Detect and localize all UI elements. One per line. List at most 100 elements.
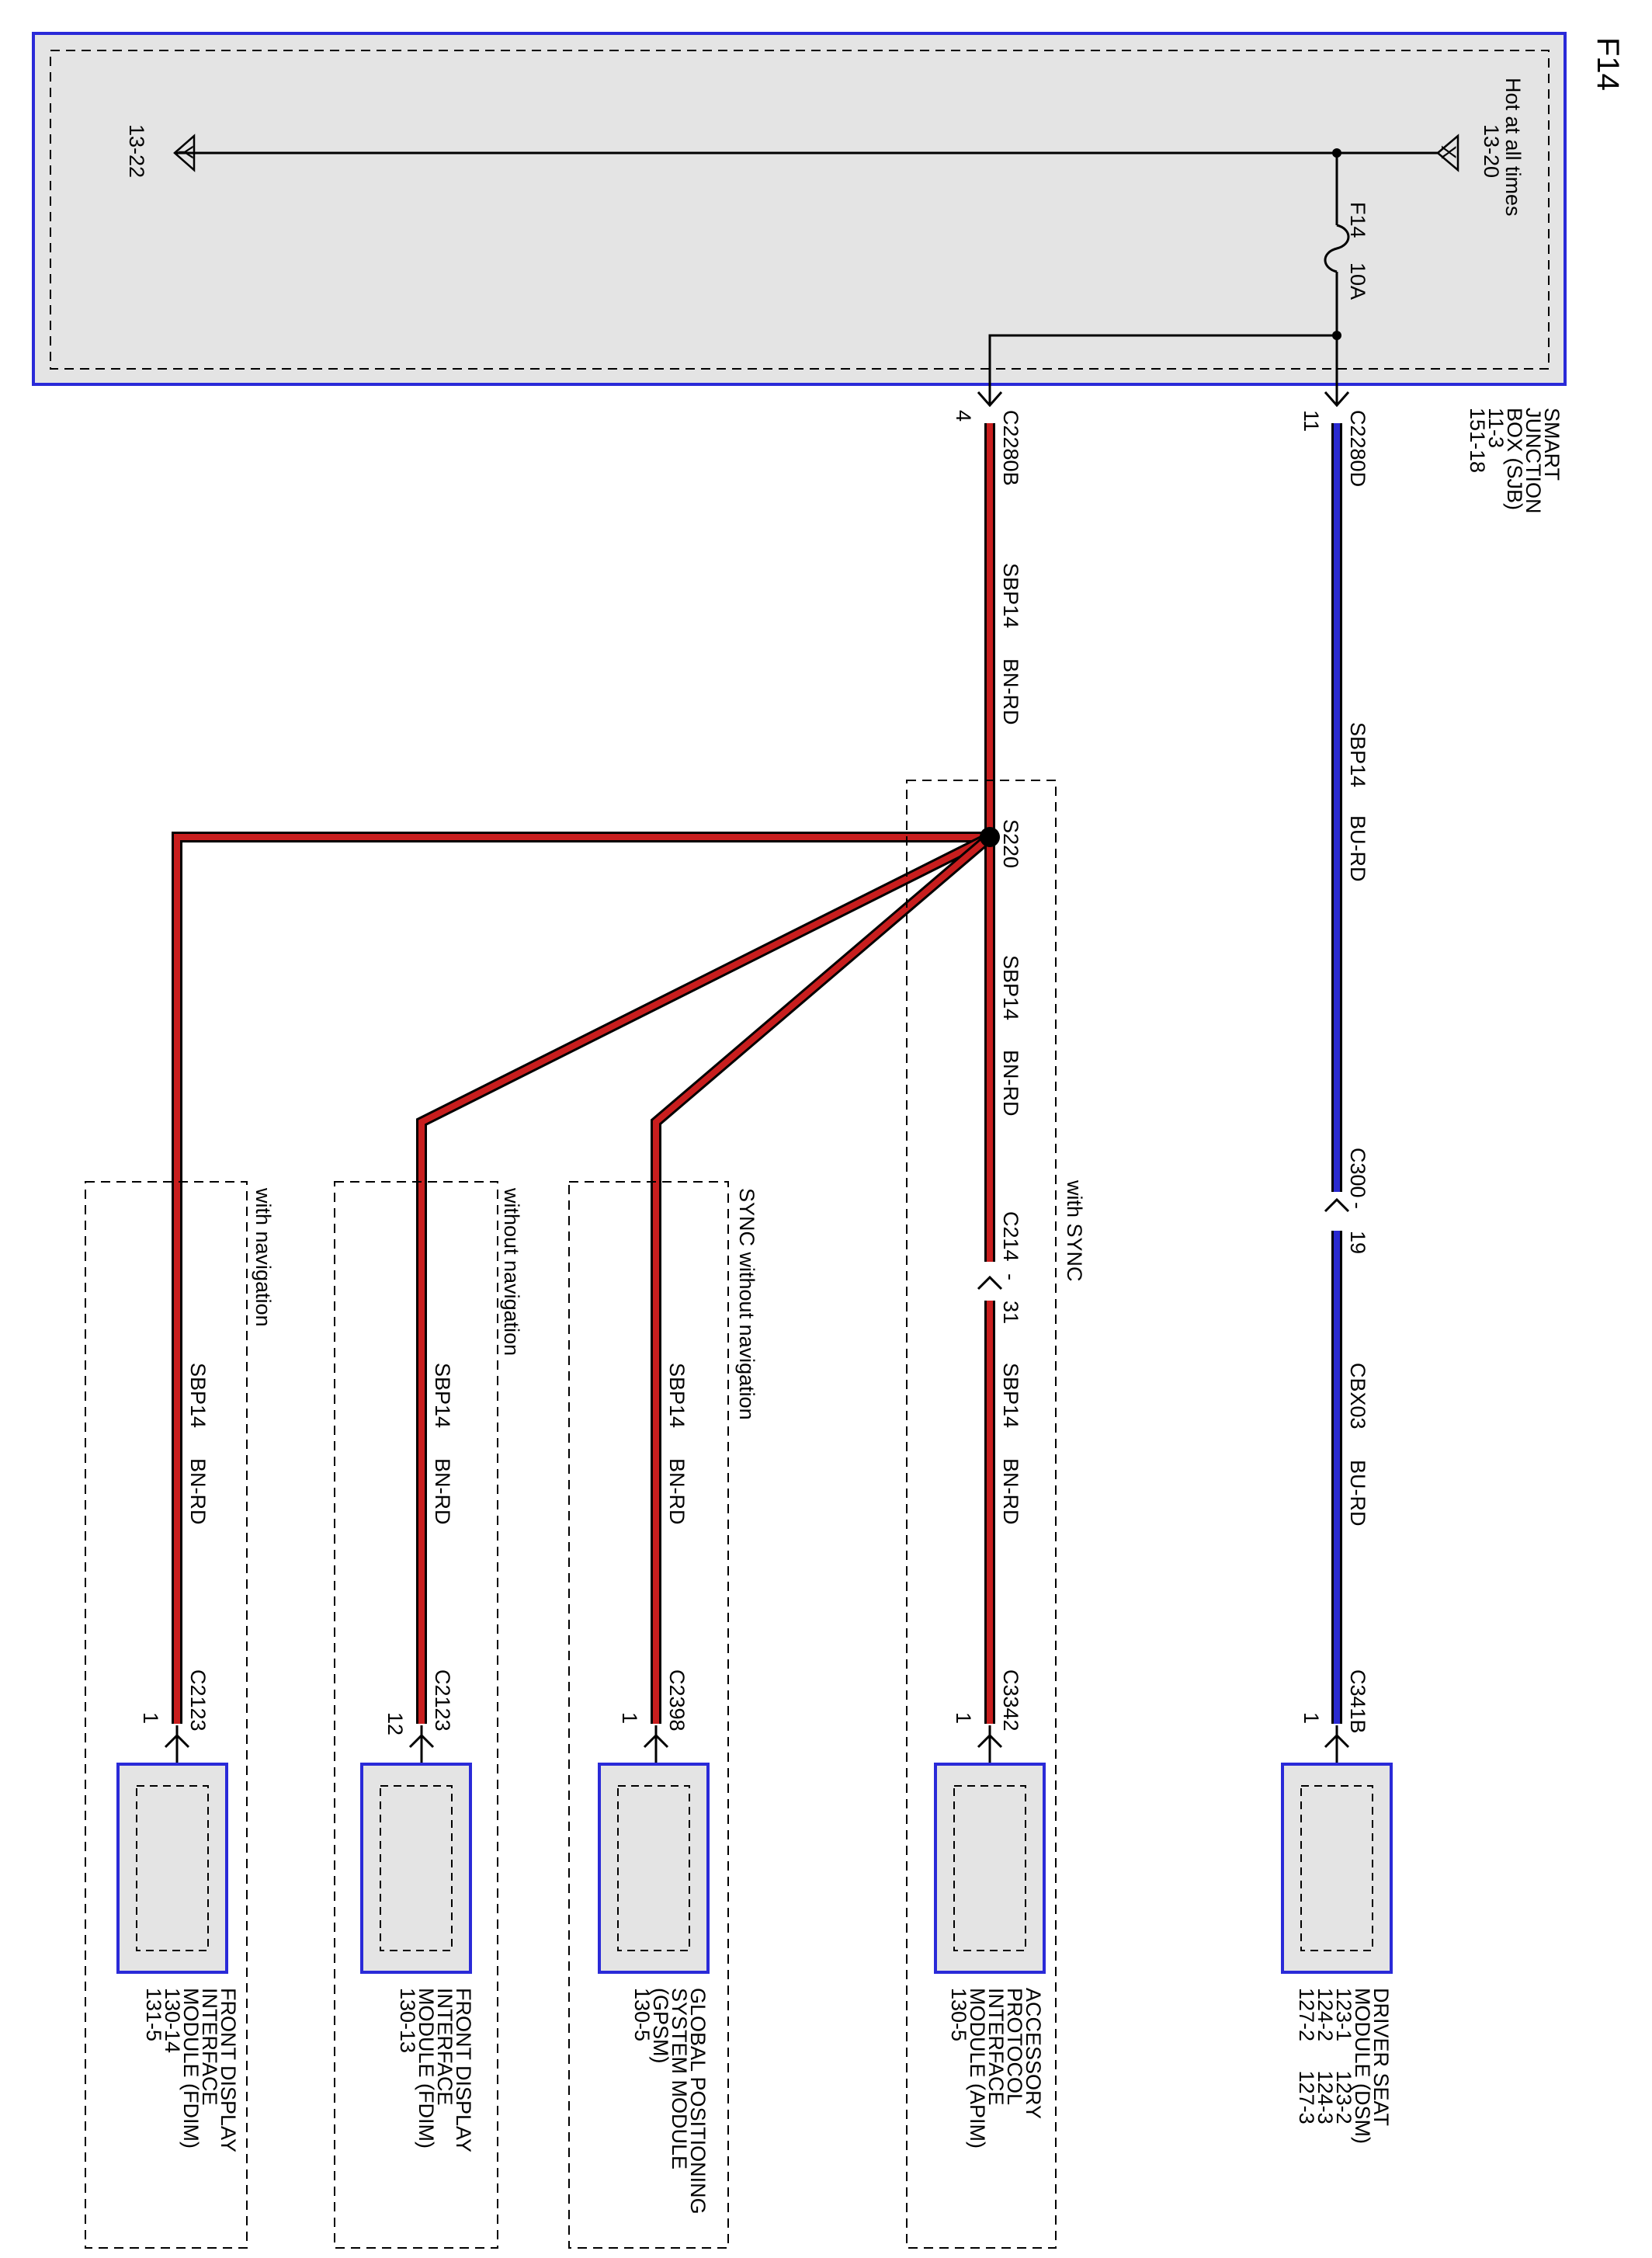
splice-branches	[172, 832, 995, 1724]
apim-name-line-1: ACCESSORY	[1022, 1988, 1045, 2119]
branch-fdim-nav-outline	[172, 832, 990, 1724]
fdim-no-nav-module-inner	[380, 1785, 453, 1951]
dsm-circuit: C2280D 11 SBP14 BU-RD C300 - 19 CBX03 BU…	[1281, 391, 1393, 2144]
fdim-no-nav-name-line-1: FRONT DISPLAY	[452, 1988, 475, 2152]
gpsm-module-box	[598, 1763, 710, 1974]
output-flag-y-icon	[173, 134, 196, 172]
dsm-module-name: DRIVER SEAT MODULE (DSM) 123-1 123-2 124…	[1295, 1988, 1393, 2144]
fdim-no-nav-name-line-3: MODULE (FDIM)	[415, 1988, 438, 2149]
apim-wire-2-circuit: SBP14	[999, 1363, 1022, 1428]
branch-gpsm-outline	[651, 832, 994, 1724]
hot-at-all-times-label: Hot at all times	[1501, 78, 1525, 217]
sjb-inner-dashed	[50, 50, 1550, 370]
without-nav-dashed-region	[334, 1181, 498, 2249]
connector-c2280b-icon	[977, 391, 1003, 408]
apim-name-line-3: INTERFACE	[984, 1988, 1008, 2106]
apim-wire-2-color: BN-RD	[999, 1458, 1022, 1525]
apim-wire-1-color: BN-RD	[999, 1050, 1022, 1117]
sync-without-nav-dashed-region	[568, 1181, 729, 2249]
splice-label: S220	[999, 819, 1022, 868]
apim-module-box	[934, 1763, 1046, 1974]
dsm-name-line-2: MODULE (DSM)	[1351, 1988, 1374, 2144]
gpsm-end-pin: 1	[618, 1712, 641, 1724]
main-wire-circuit: SBP14	[999, 563, 1022, 628]
fdim-no-nav-circuit: without navigation SBP14 BN-RD C2123 12 …	[334, 1181, 523, 2249]
apim-name-line-2: PROTOCOL	[1003, 1988, 1026, 2105]
dsm-module-inner	[1300, 1785, 1373, 1951]
apim-circuit: with SYNC SBP14 BN-RD C214 - 31 SBP14 BN…	[906, 780, 1086, 2249]
gpsm-module-inner	[617, 1785, 690, 1951]
fuse-rating: 10A	[1346, 262, 1369, 300]
apim-option-label: with SYNC	[1063, 1179, 1086, 1282]
dsm-wire-2-circuit: CBX03	[1346, 1363, 1369, 1429]
connector-c214-icon	[977, 1275, 1003, 1291]
output-flag: Y	[174, 145, 197, 159]
sjb-outline	[32, 32, 1567, 386]
apim-inline-pin: 31	[999, 1301, 1022, 1324]
dsm-inline-dash: -	[1346, 1202, 1369, 1209]
with-nav-dashed-region	[85, 1181, 248, 2249]
sjb-name-line-1: SMART	[1540, 408, 1564, 481]
dsm-end-pin: 1	[1300, 1712, 1323, 1724]
gpsm-end-connector: C2398	[665, 1669, 689, 1732]
fdim-nav-end-connector: C2123	[186, 1669, 210, 1732]
branch-fdim-nonav-wire	[418, 834, 991, 1724]
splice-s220-icon	[980, 827, 1000, 847]
dsm-name-line-3: 123-1 123-2	[1332, 1988, 1355, 2124]
dsm-name-line-1: DRIVER SEAT	[1369, 1988, 1393, 2126]
gpsm-circuit: SYNC without navigation SBP14 BN-RD C239…	[568, 1181, 758, 2249]
apim-name-line-5: 130-5	[947, 1988, 970, 2041]
fdim-no-nav-wire-circuit: SBP14	[431, 1363, 454, 1428]
connector-c300-icon	[1324, 1197, 1350, 1213]
dsm-top-connector: C2280D	[1346, 410, 1369, 487]
fdim-nav-module-inner	[136, 1785, 209, 1951]
gpsm-module-name: GLOBAL POSITIONING SYSTEM MODULE (GPSM) …	[630, 1988, 710, 2215]
gpsm-wire-color: BN-RD	[665, 1458, 689, 1525]
fdim-nav-module-name: FRONT DISPLAY INTERFACE MODULE (FDIM) 13…	[142, 1988, 240, 2152]
fdim-nav-wire-circuit: SBP14	[186, 1363, 210, 1428]
apim-end-connector: C3342	[999, 1669, 1022, 1732]
dsm-top-pin: 11	[1300, 410, 1323, 432]
dsm-name-line-5: 127-2 127-3	[1295, 1988, 1318, 2124]
dsm-inline-pin: 19	[1346, 1231, 1369, 1254]
gpsm-name-line-4: 130-5	[630, 1988, 654, 2041]
fdim-no-nav-module-box	[360, 1763, 472, 1974]
connector-c2280d-icon	[1324, 391, 1350, 408]
fuse-name: F14	[1346, 202, 1369, 238]
dsm-wire-1-circuit: SBP14	[1346, 722, 1369, 787]
sjb-name-line-2: JUNCTION	[1522, 408, 1545, 514]
fdim-no-nav-name-line-4: 130-13	[396, 1988, 419, 2053]
gpsm-option-label: SYNC without navigation	[735, 1188, 758, 1420]
output-ref: 13-22	[125, 124, 148, 178]
main-top-connector: C2280B	[999, 410, 1022, 486]
feed-line	[988, 334, 1337, 404]
gpsm-name-line-1: GLOBAL POSITIONING	[686, 1988, 710, 2215]
apim-inline-dash: -	[999, 1273, 1022, 1280]
fdim-nav-name-line-5: 131-5	[142, 1988, 165, 2041]
input-flag: X	[1437, 145, 1460, 159]
gpsm-wire-circuit: SBP14	[665, 1363, 689, 1428]
fdim-nav-module-box	[116, 1763, 228, 1974]
apim-end-pin: 1	[952, 1712, 975, 1724]
sjb-name-line-3: BOX (SJB)	[1503, 408, 1526, 510]
fdim-no-nav-end-connector: C2123	[431, 1669, 454, 1732]
fdim-nav-name-line-2: INTERFACE	[198, 1988, 221, 2106]
fdim-no-nav-wire-color: BN-RD	[431, 1458, 454, 1525]
fdim-no-nav-module-name: FRONT DISPLAY INTERFACE MODULE (FDIM) 13…	[396, 1988, 475, 2152]
fuse-icon	[1324, 224, 1350, 273]
apim-module-inner	[953, 1785, 1026, 1951]
input-flag-x-icon	[1436, 134, 1459, 172]
sjb-name-line-5: 151-18	[1466, 408, 1489, 473]
dsm-inline-connector: C300	[1346, 1148, 1369, 1198]
apim-name-line-4: MODULE (APIM)	[966, 1988, 989, 2149]
dsm-wire-1-color: BU-RD	[1346, 815, 1369, 882]
main-wire-color: BN-RD	[999, 658, 1022, 725]
fdim-nav-name-line-4: 130-14	[161, 1988, 184, 2053]
fdim-nav-name-line-3: MODULE (FDIM)	[179, 1988, 203, 2149]
fdim-nav-name-line-1: FRONT DISPLAY	[217, 1988, 240, 2152]
branch-fdim-nav-wire	[174, 834, 990, 1724]
dsm-end-connector: C341B	[1346, 1669, 1369, 1734]
main-feed-circuit: C2280B 4 SBP14 BN-RD	[952, 391, 1022, 837]
